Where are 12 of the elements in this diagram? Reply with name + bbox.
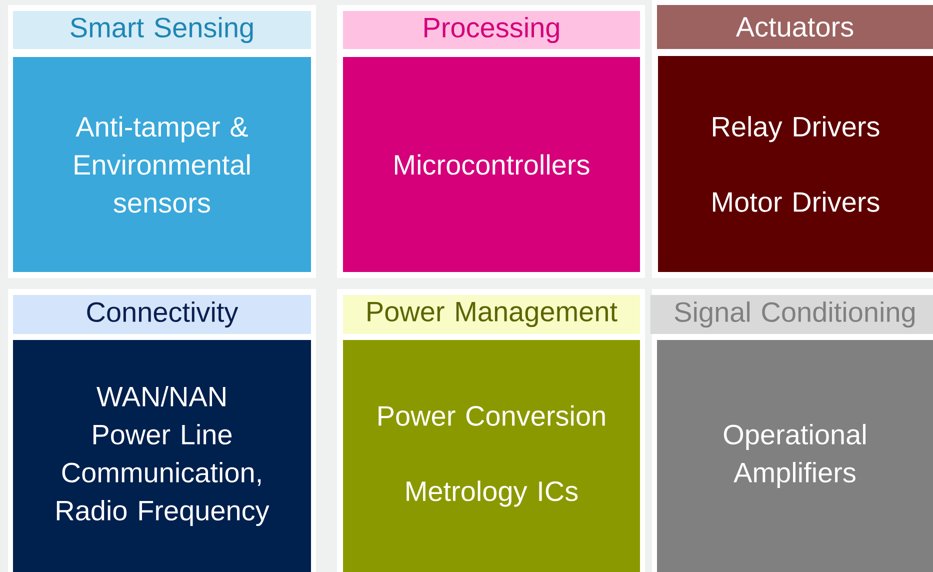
header-band: Signal Conditioning xyxy=(650,295,933,334)
category-box: Power Conversion Metrology ICs xyxy=(343,340,640,572)
header-band: Connectivity xyxy=(13,295,311,334)
category-box: Microcontrollers xyxy=(343,57,640,272)
category-box: Relay Drivers Motor Drivers xyxy=(658,56,933,272)
header-band: Processing xyxy=(343,11,640,49)
category-box: Anti-tamper & Environmental sensors xyxy=(13,57,311,272)
header-band: Power Management xyxy=(343,295,640,334)
header-band: Smart Sensing xyxy=(13,11,311,49)
category-box: Operational Amplifiers xyxy=(657,340,933,572)
category-box: WAN/NAN Power Line Communication, Radio Frequency xyxy=(13,340,311,572)
header-band: Actuators xyxy=(657,5,933,49)
